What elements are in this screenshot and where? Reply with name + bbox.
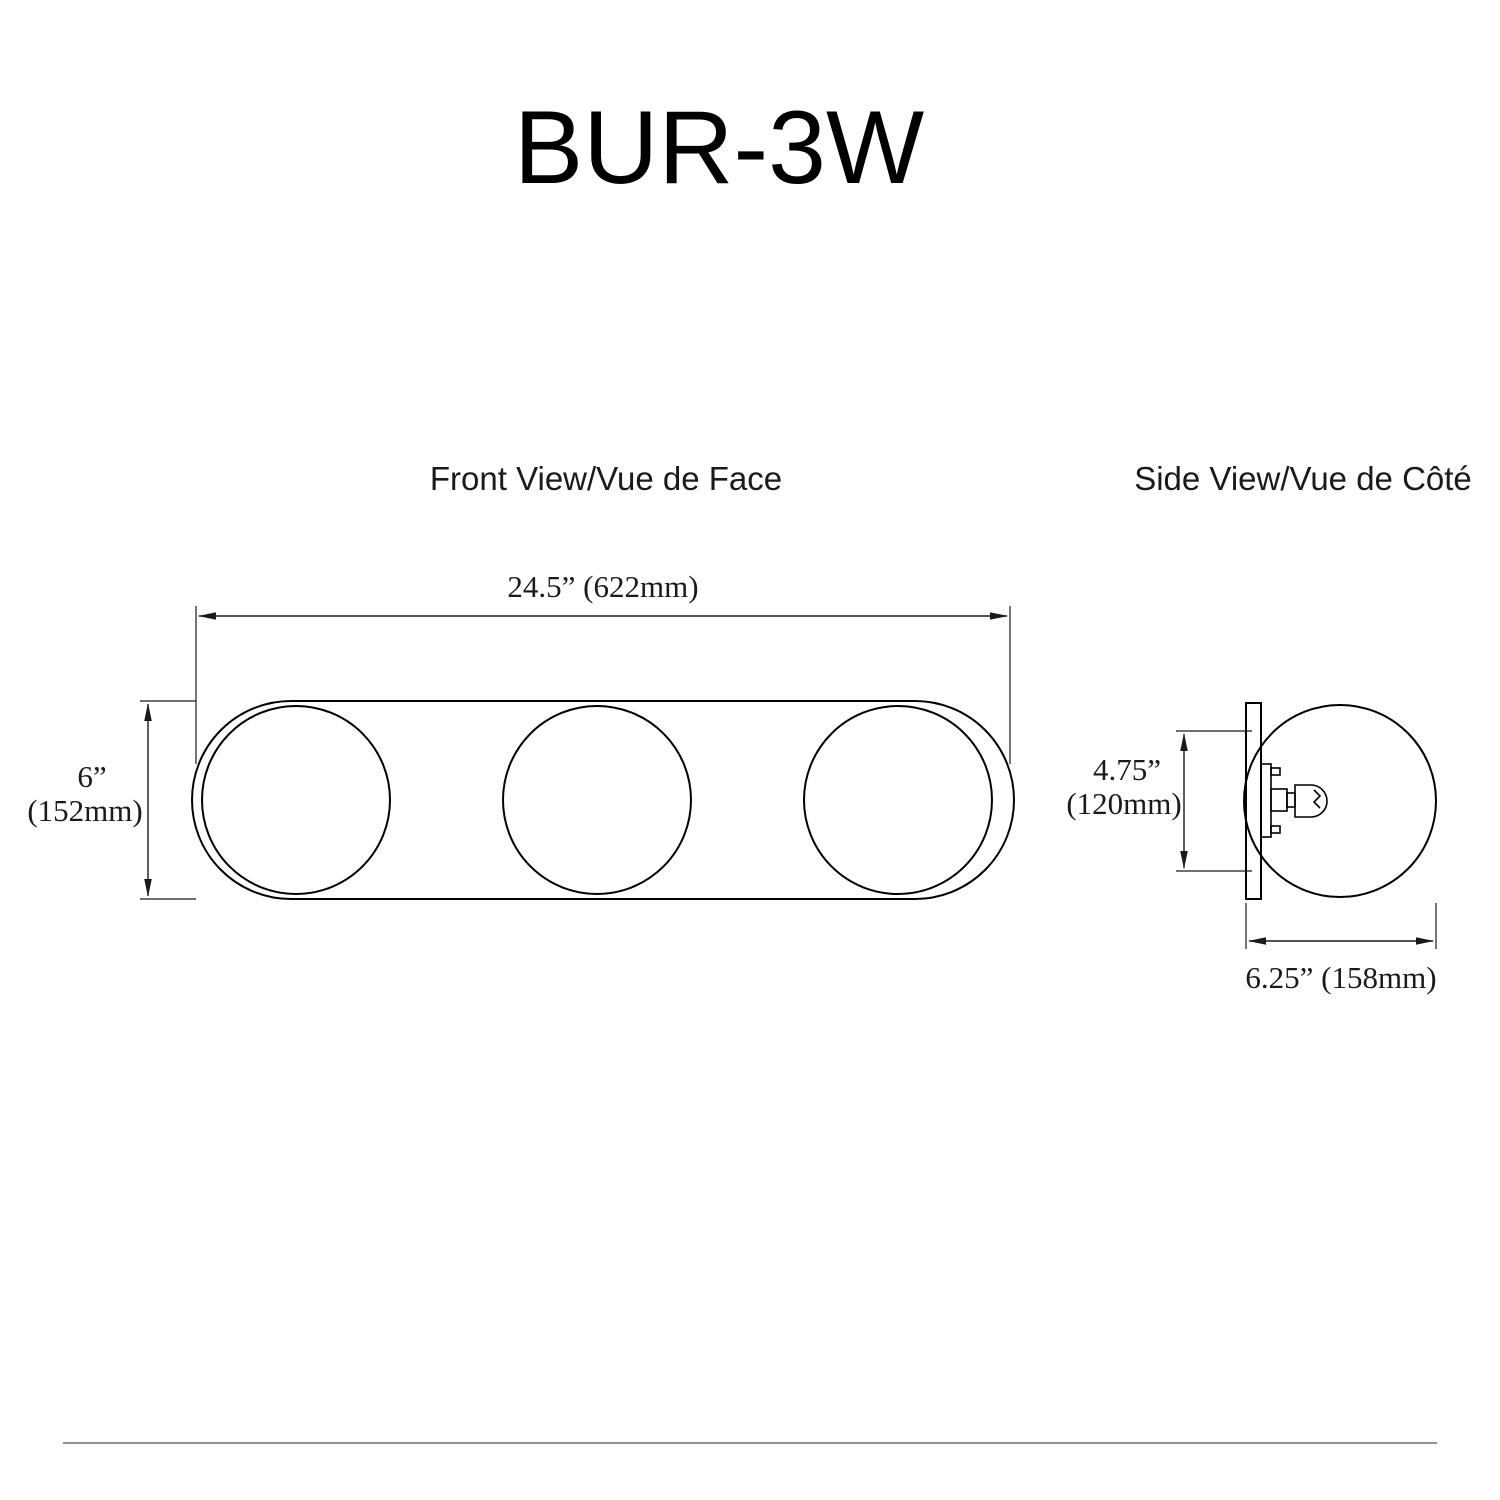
front-view-drawing: 24.5” (622mm) 6” (152mm) bbox=[27, 569, 1015, 900]
mount-tab-top bbox=[1270, 767, 1281, 776]
fixture-body-outline bbox=[191, 700, 1015, 900]
side-height-dimension-label-line2: (120mm) bbox=[1066, 786, 1181, 821]
side-depth-dimension-label: 6.25” (158mm) bbox=[1245, 960, 1436, 995]
front-height-dimension: 6” (152mm) bbox=[27, 700, 196, 900]
side-height-dimension-label-line1: 4.75” bbox=[1093, 752, 1161, 787]
socket-body bbox=[1270, 788, 1288, 812]
globe-right bbox=[803, 705, 993, 895]
globe-left bbox=[201, 705, 391, 895]
page-title: BUR-3W bbox=[514, 90, 924, 206]
lamp-neck bbox=[1286, 792, 1296, 808]
side-view-label: Side View/Vue de Côté bbox=[1134, 460, 1472, 497]
front-height-dimension-label-line1: 6” bbox=[77, 759, 106, 794]
lamp-bulb bbox=[1294, 784, 1328, 818]
front-width-dimension: 24.5” (622mm) bbox=[195, 569, 1011, 764]
front-width-dimension-label: 24.5” (622mm) bbox=[507, 569, 698, 604]
lamp-filament bbox=[1312, 789, 1322, 809]
side-view-drawing: 4.75” (120mm) 6.25” (158mm) bbox=[1066, 702, 1437, 995]
wall-plate bbox=[1245, 702, 1262, 900]
front-height-dimension-label-line2: (152mm) bbox=[27, 793, 142, 828]
socket-assembly bbox=[1260, 763, 1328, 838]
globe-middle bbox=[502, 705, 692, 895]
globe-side bbox=[1243, 704, 1437, 898]
front-view-label: Front View/Vue de Face bbox=[430, 460, 782, 497]
side-height-dimension: 4.75” (120mm) bbox=[1066, 730, 1252, 872]
mount-tab-bottom bbox=[1270, 825, 1281, 834]
side-depth-dimension: 6.25” (158mm) bbox=[1245, 903, 1437, 995]
socket-mount bbox=[1260, 763, 1272, 838]
